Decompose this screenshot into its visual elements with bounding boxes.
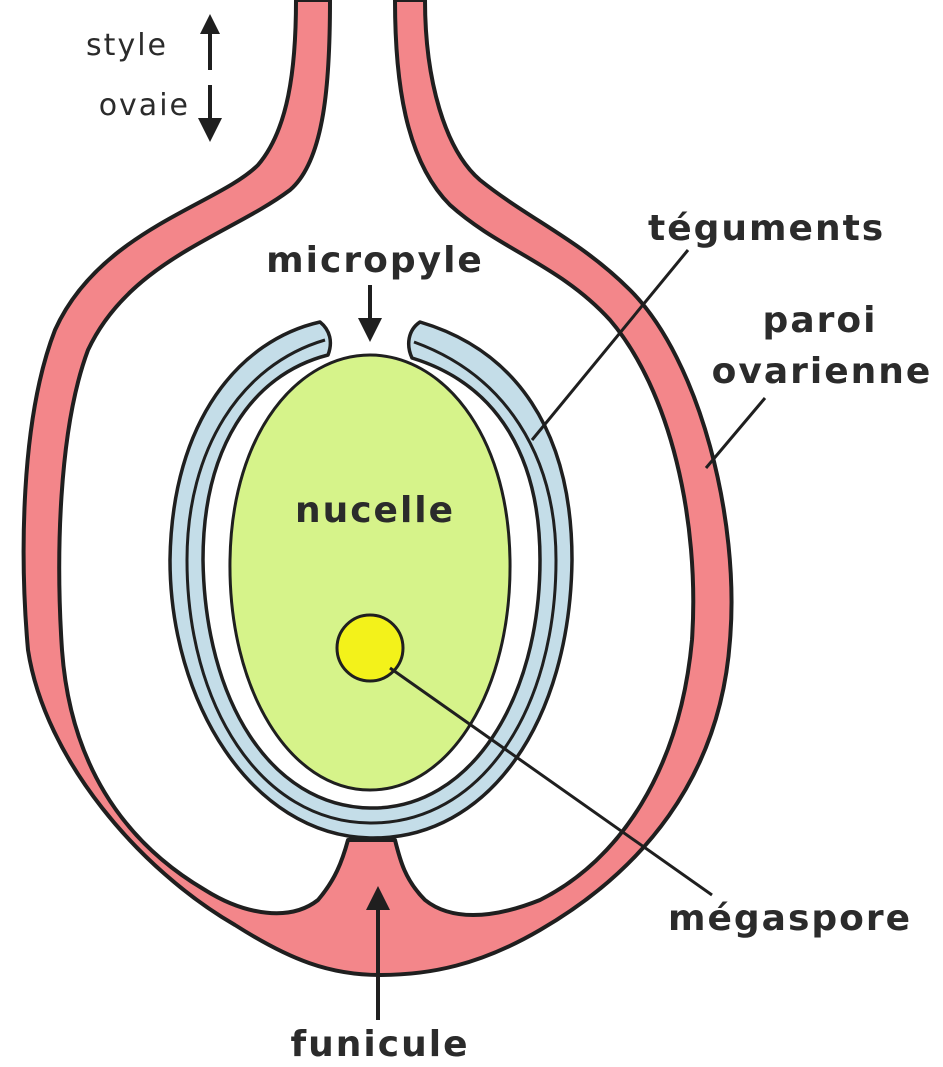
label-style: style — [86, 28, 168, 63]
label-nucelle: nucelle — [295, 490, 455, 531]
label-funicule: funicule — [291, 1024, 470, 1065]
micropyle-arrow — [358, 285, 382, 342]
style-up-arrow — [200, 14, 220, 70]
label-megaspore: mégaspore — [668, 898, 912, 939]
paroi-leader — [706, 398, 765, 468]
label-ovarienne: ovarienne — [712, 351, 933, 392]
label-micropyle: micropyle — [266, 240, 484, 281]
ovary-down-arrow — [198, 85, 222, 142]
label-teguments: téguments — [648, 208, 885, 249]
label-paroi: paroi — [763, 300, 878, 341]
label-ovaire: ovaie — [99, 88, 190, 123]
